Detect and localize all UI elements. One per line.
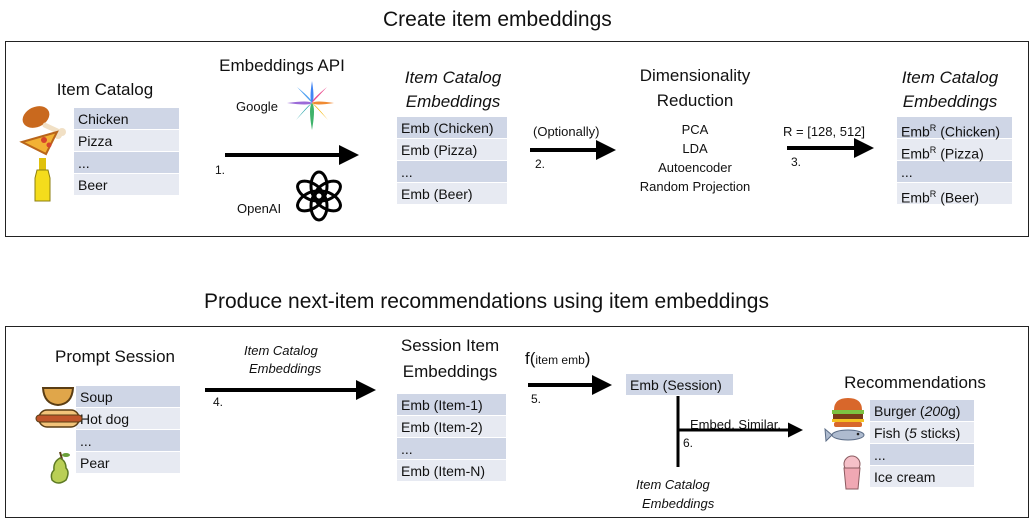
top-panel	[5, 41, 1029, 237]
list-item: Emb (Beer)	[397, 183, 507, 205]
pear-icon	[50, 451, 70, 484]
list-item: EmbR (Pizza)	[897, 139, 1012, 162]
hot-dog-icon	[35, 409, 83, 428]
prompt-session-title: Prompt Session	[55, 347, 175, 366]
list-item: Emb (Pizza)	[397, 139, 507, 161]
list-item: Soup	[76, 386, 180, 408]
dimensionality-reduction-line2: Reduction	[656, 91, 734, 110]
step-3-label: 3.	[791, 155, 802, 169]
list-item: ...	[397, 161, 507, 183]
step-2-label: 2.	[535, 157, 546, 171]
embeddings-api-title: Embeddings API	[219, 56, 345, 75]
method-lda: LDA	[682, 141, 708, 156]
prompt-session-list: Soup Hot dog ... Pear	[76, 386, 180, 474]
step-6-label: 6.	[683, 436, 694, 450]
step-4-label: 4.	[213, 395, 224, 409]
list-item: EmbR (Beer)	[897, 183, 1012, 206]
method-random-projection: Random Projection	[639, 179, 751, 194]
emb-session-box: Emb (Session)	[626, 374, 733, 396]
item-catalog-embeddings-title-line1: Item Catalog	[404, 68, 502, 87]
list-item: Emb (Item-1)	[397, 394, 506, 416]
session-item-embeddings-line2: Embeddings	[402, 362, 498, 381]
reduced-embeddings-title-line2: Embeddings	[902, 92, 998, 111]
top-section-title: Create item embeddings	[383, 8, 612, 31]
embed-similar-label: Embed. Similar.	[690, 417, 782, 432]
list-item: Emb (Item-N)	[397, 460, 506, 482]
list-item: ...	[397, 438, 506, 460]
method-pca: PCA	[681, 122, 709, 137]
list-item: EmbR (Chicken)	[897, 117, 1012, 140]
optionally-label: (Optionally)	[533, 124, 600, 139]
ice-cream-icon	[843, 455, 861, 490]
openai-label: OpenAI	[237, 201, 282, 216]
list-item: ...	[74, 152, 179, 174]
arrow4-label-line2: Embeddings	[249, 361, 322, 376]
list-item: Hot dog	[76, 408, 180, 430]
reduced-embeddings-list: EmbR (Chicken) EmbR (Pizza) ... EmbR (Be…	[897, 117, 1012, 206]
step-5-label: 5.	[531, 392, 542, 406]
list-item: ...	[897, 161, 1012, 183]
list-item: Chicken	[74, 108, 179, 130]
item-catalog-embeddings-list: Emb (Chicken) Emb (Pizza) ... Emb (Beer)	[397, 117, 507, 205]
step-1-label: 1.	[215, 163, 226, 177]
fish-icon	[824, 427, 865, 443]
burger-icon	[832, 398, 864, 427]
list-item: Pizza	[74, 130, 179, 152]
list-item: Beer	[74, 174, 179, 196]
bottom-catalog-embeddings-line2: Embeddings	[642, 496, 715, 511]
dimensionality-reduction-line1: Dimensionality	[639, 66, 751, 85]
recommendations-list: Burger (200g) Fish (5 sticks) ... Ice cr…	[870, 400, 974, 488]
aggregation-function-label: f(item emb)	[525, 349, 591, 368]
beer-bottle-icon	[34, 158, 51, 202]
pizza-slice-icon	[19, 130, 59, 156]
list-item: Emb (Chicken)	[397, 117, 507, 139]
method-autoencoder: Autoencoder	[658, 160, 732, 175]
reduction-methods: PCA LDA Autoencoder Random Projection	[615, 120, 775, 196]
chicken-leg-icon	[22, 106, 66, 139]
list-item: Burger (200g)	[870, 400, 974, 422]
item-catalog-title: Item Catalog	[56, 80, 154, 99]
bottom-catalog-embeddings-line1: Item Catalog	[636, 477, 710, 492]
item-catalog-embeddings-title-line2: Embeddings	[405, 92, 501, 111]
list-item: Emb (Item-2)	[397, 416, 506, 438]
openai-icon	[296, 170, 342, 222]
session-item-embeddings-line1: Session Item	[400, 336, 500, 355]
r-range-label: R = [128, 512]	[783, 124, 866, 139]
google-label: Google	[236, 99, 278, 114]
google-gemini-icon	[287, 81, 334, 130]
recommendations-title: Recommendations	[844, 373, 986, 392]
list-item: Fish (5 sticks)	[870, 422, 974, 444]
bottom-section-title: Produce next-item recommendations using …	[204, 290, 769, 313]
reduced-embeddings-title-line1: Item Catalog	[901, 68, 999, 87]
list-item: ...	[76, 430, 180, 452]
arrow4-label-line1: Item Catalog	[244, 343, 318, 358]
soup-bowl-icon	[41, 387, 75, 407]
session-item-embeddings-list: Emb (Item-1) Emb (Item-2) ... Emb (Item-…	[397, 394, 506, 482]
list-item: Pear	[76, 452, 180, 474]
item-catalog-list: Chicken Pizza ... Beer	[74, 108, 179, 196]
list-item: ...	[870, 444, 974, 466]
list-item: Ice cream	[870, 466, 974, 488]
